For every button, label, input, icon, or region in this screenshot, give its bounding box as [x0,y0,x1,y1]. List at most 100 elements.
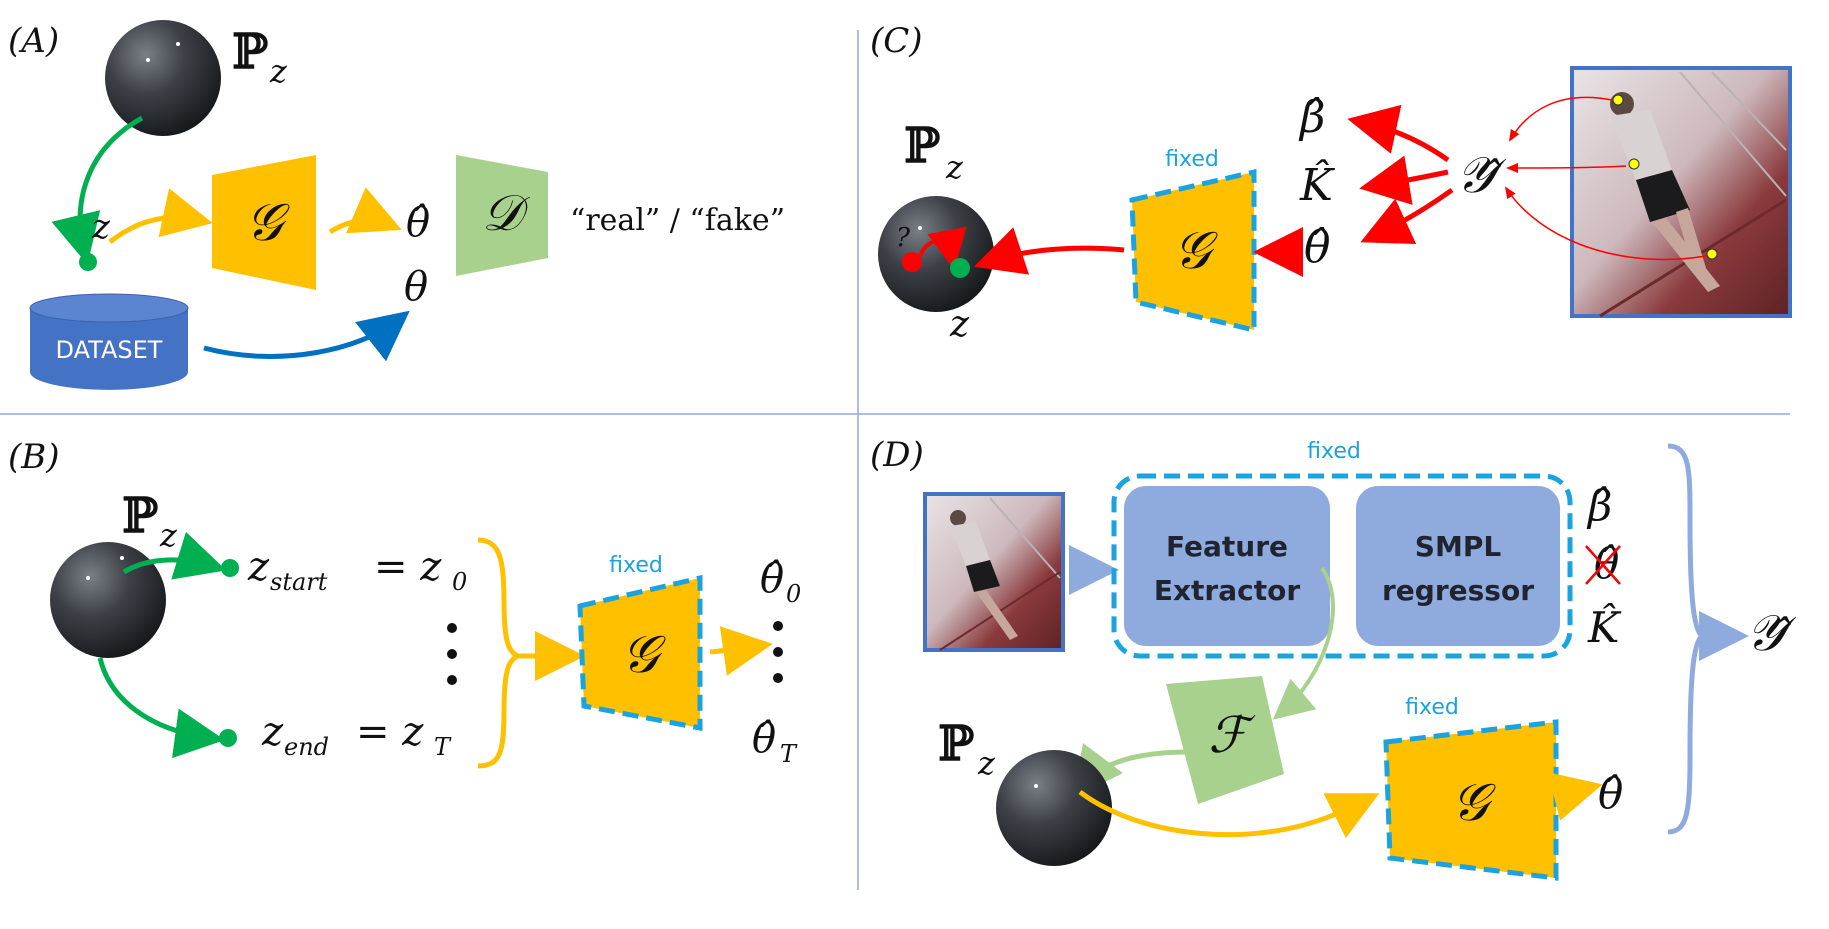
g-to-z-arrow-c [973,227,1125,275]
dataset-arrow-a [203,310,410,362]
prior-sphere-b [50,542,166,658]
Y-hat-c: 𝒴̂ [1456,146,1507,204]
prior-symbol-b: ℙ [122,488,158,544]
discriminator-block-a [456,155,548,276]
person-torso [1610,110,1672,180]
fixed-label-b: fixed [609,553,663,578]
beta-hat-c: β̂ [1298,92,1325,143]
prior-symbol-d: ℙ [938,716,974,772]
sample-arrow-a [51,115,144,265]
z-label-c: z [949,304,970,345]
sphere-highlight [146,58,150,62]
prior-subscript-c: z [945,148,964,186]
person-shorts [966,560,1000,592]
feature-extractor-line1: Feature [1166,530,1288,563]
F-block [1166,676,1284,804]
dataset-cylinder: DATASET [29,293,189,390]
fixed-label-d-top: fixed [1307,439,1361,464]
prior-sphere-a [105,20,221,136]
optimized-point-c [950,258,970,278]
smpl-regressor-box [1356,486,1560,646]
initial-point-c [902,252,922,272]
Y-to-theta-arrow [1360,187,1454,245]
generator-block-a [212,155,316,290]
fixed-network-frame [1111,473,1573,659]
person-leg [1676,208,1706,272]
vertical-dots-b1 [447,623,457,685]
smpl-regressor-line1: SMPL [1415,530,1502,563]
generator-fixed-b [577,574,703,732]
sample-end-arrow-b [97,657,225,759]
z-end-label: z [261,709,284,755]
feature-extractor-line2: Extractor [1154,574,1300,607]
zT-subscript: T [434,733,452,761]
sphere-highlight [918,226,922,230]
sequence-brace-b [477,537,525,769]
person-head [1610,92,1634,116]
z-label-a: z [91,207,111,247]
z0-equation: = z [374,544,442,590]
thetaT-subscript: T [780,740,798,768]
theta-label-a: θ [404,264,428,310]
prior-subscript-b: z [159,516,178,554]
theta-hat-d: θ̂ [1598,769,1623,818]
Y-to-beta-arrow [1347,104,1450,163]
sphere-highlight [176,42,180,46]
g-to-theta-arrow-b [709,626,773,676]
output-brace-d [1667,443,1707,835]
z-start-subscript: start [270,568,328,596]
keypoint-arrow-head [1508,96,1613,142]
theta-hat-a: θ̂ [406,200,430,246]
prior-to-g-arrow-d [1078,790,1380,839]
features-to-F-arrow [1272,566,1335,720]
Y-hat-d: 𝒴̂ [1746,604,1797,662]
theta0-subscript: 0 [786,580,801,608]
person-leg [1652,218,1720,292]
optimization-arrow-c [918,226,967,270]
fixed-label-c: fixed [1165,147,1219,172]
panel-a-label: (A) [8,21,59,61]
cross-out-line [1585,545,1621,585]
theta-hat-c: θ̂ [1304,222,1331,273]
panel-a: (A) ℙ z z 𝒢 θ̂ 𝒟 “real” / “fake” θ DATAS… [8,20,785,390]
latent-point-a [79,253,97,271]
keypoint-hand [1628,158,1640,170]
generator-fixed-d [1383,719,1559,881]
panel-c-label: (C) [870,21,923,61]
z-start-label: z [247,544,270,590]
z-end-subscript: end [284,733,329,761]
sphere-highlight [86,576,90,580]
fixed-label-d-bottom: fixed [1405,695,1459,720]
person-leg [976,590,1018,640]
zT-equation: = z [356,709,424,755]
K-hat-d: K̂ [1587,601,1622,652]
person-shorts [1636,170,1690,222]
thetaT-label: θ̂ [752,716,776,762]
feature-extractor-box [1124,486,1330,646]
beta-hat-d: β̂ [1586,481,1612,530]
vertical-dots-b2 [773,621,783,683]
prior-subscript-a: z [269,52,288,90]
sample-start-arrow-b [122,531,227,580]
prior-symbol-c: ℙ [904,118,940,174]
input-photo-d [923,492,1065,652]
panel-c: (C) ℙ z ? z fixed 𝒢 β̂ K̂ θ̂ 𝒴̂ [870,21,1792,345]
g-to-theta-arrow-a [328,187,402,235]
panel-d-label: (D) [870,435,924,475]
g-to-theta-arrow-d [1547,772,1603,821]
Y-to-K-arrow [1359,155,1449,205]
panel-b-label: (B) [8,437,60,477]
person-torso [950,522,990,566]
generator-fixed-c [1129,168,1257,334]
panel-d: (D) fixed Feature Extractor SMPL regress… [870,435,1797,881]
K-hat-c: K̂ [1299,158,1335,211]
end-point-b [219,729,237,747]
dataset-label: DATASET [56,336,163,364]
prior-sphere-c [878,196,994,312]
keypoint-arrow-hand [1506,162,1627,173]
smpl-regressor-line2: regressor [1382,574,1534,607]
prior-sphere-d [996,750,1112,866]
question-mark-c: ? [896,223,911,253]
theta0-label: θ̂ [760,556,784,602]
